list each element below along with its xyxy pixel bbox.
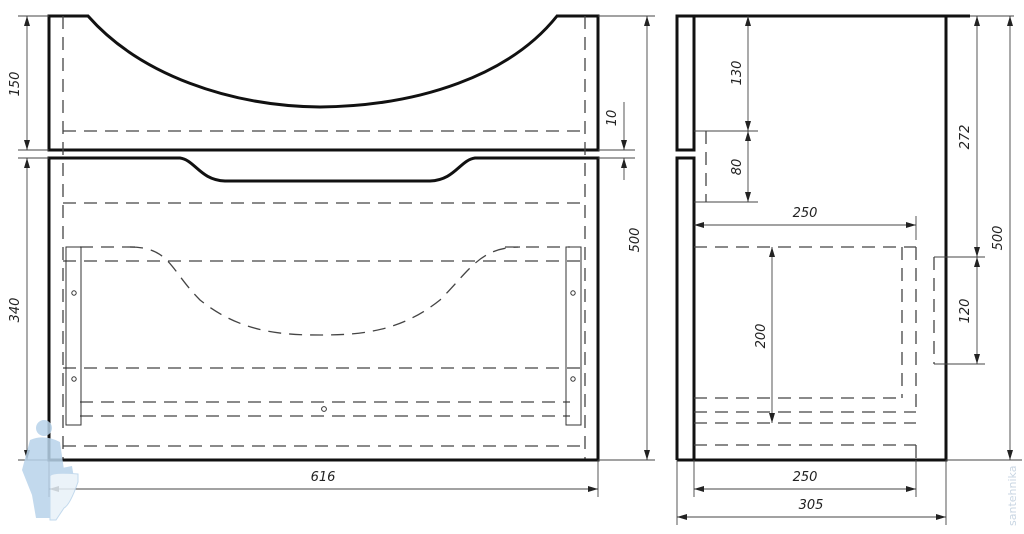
dim-handle-height: 80	[730, 159, 745, 176]
basin-outline	[47, 14, 600, 152]
side-dimensions	[676, 15, 1022, 525]
center-hole	[321, 406, 327, 412]
dim-total-depth: 305	[799, 498, 824, 513]
cabinet-hidden-lines	[63, 202, 585, 447]
left-rail	[65, 246, 82, 426]
side-front-panel-upper	[675, 14, 696, 152]
front-right-dimensions	[598, 15, 655, 461]
plumber-logo-icon	[22, 420, 79, 521]
cabinet-outline	[47, 156, 600, 462]
side-body-outline	[677, 14, 970, 462]
dim-lower-section-height: 340	[8, 298, 23, 323]
dim-gap: 10	[605, 110, 620, 127]
dim-total-height: 500	[628, 228, 643, 253]
dim-total-width: 616	[311, 470, 336, 485]
dim-top-offset: 130	[730, 61, 745, 86]
watermark-text: santehnika	[1006, 466, 1019, 526]
drawer-hidden-lines	[694, 246, 985, 460]
dim-inner-depth: 250	[793, 470, 818, 485]
dim-side-total-height: 500	[991, 226, 1006, 251]
front-view: 150 340 10 500 616	[8, 14, 655, 497]
right-rail	[565, 246, 582, 426]
side-view: 130 80 250 200 272 120 500 250 305	[675, 14, 1022, 525]
dim-upper-height: 272	[958, 125, 973, 150]
dim-side-opening-height: 120	[958, 299, 973, 324]
dim-top-section-height: 150	[8, 72, 23, 97]
side-front-panel-lower	[675, 156, 696, 460]
dim-drawer-depth: 250	[793, 206, 818, 221]
dim-drawer-height: 200	[754, 324, 769, 349]
